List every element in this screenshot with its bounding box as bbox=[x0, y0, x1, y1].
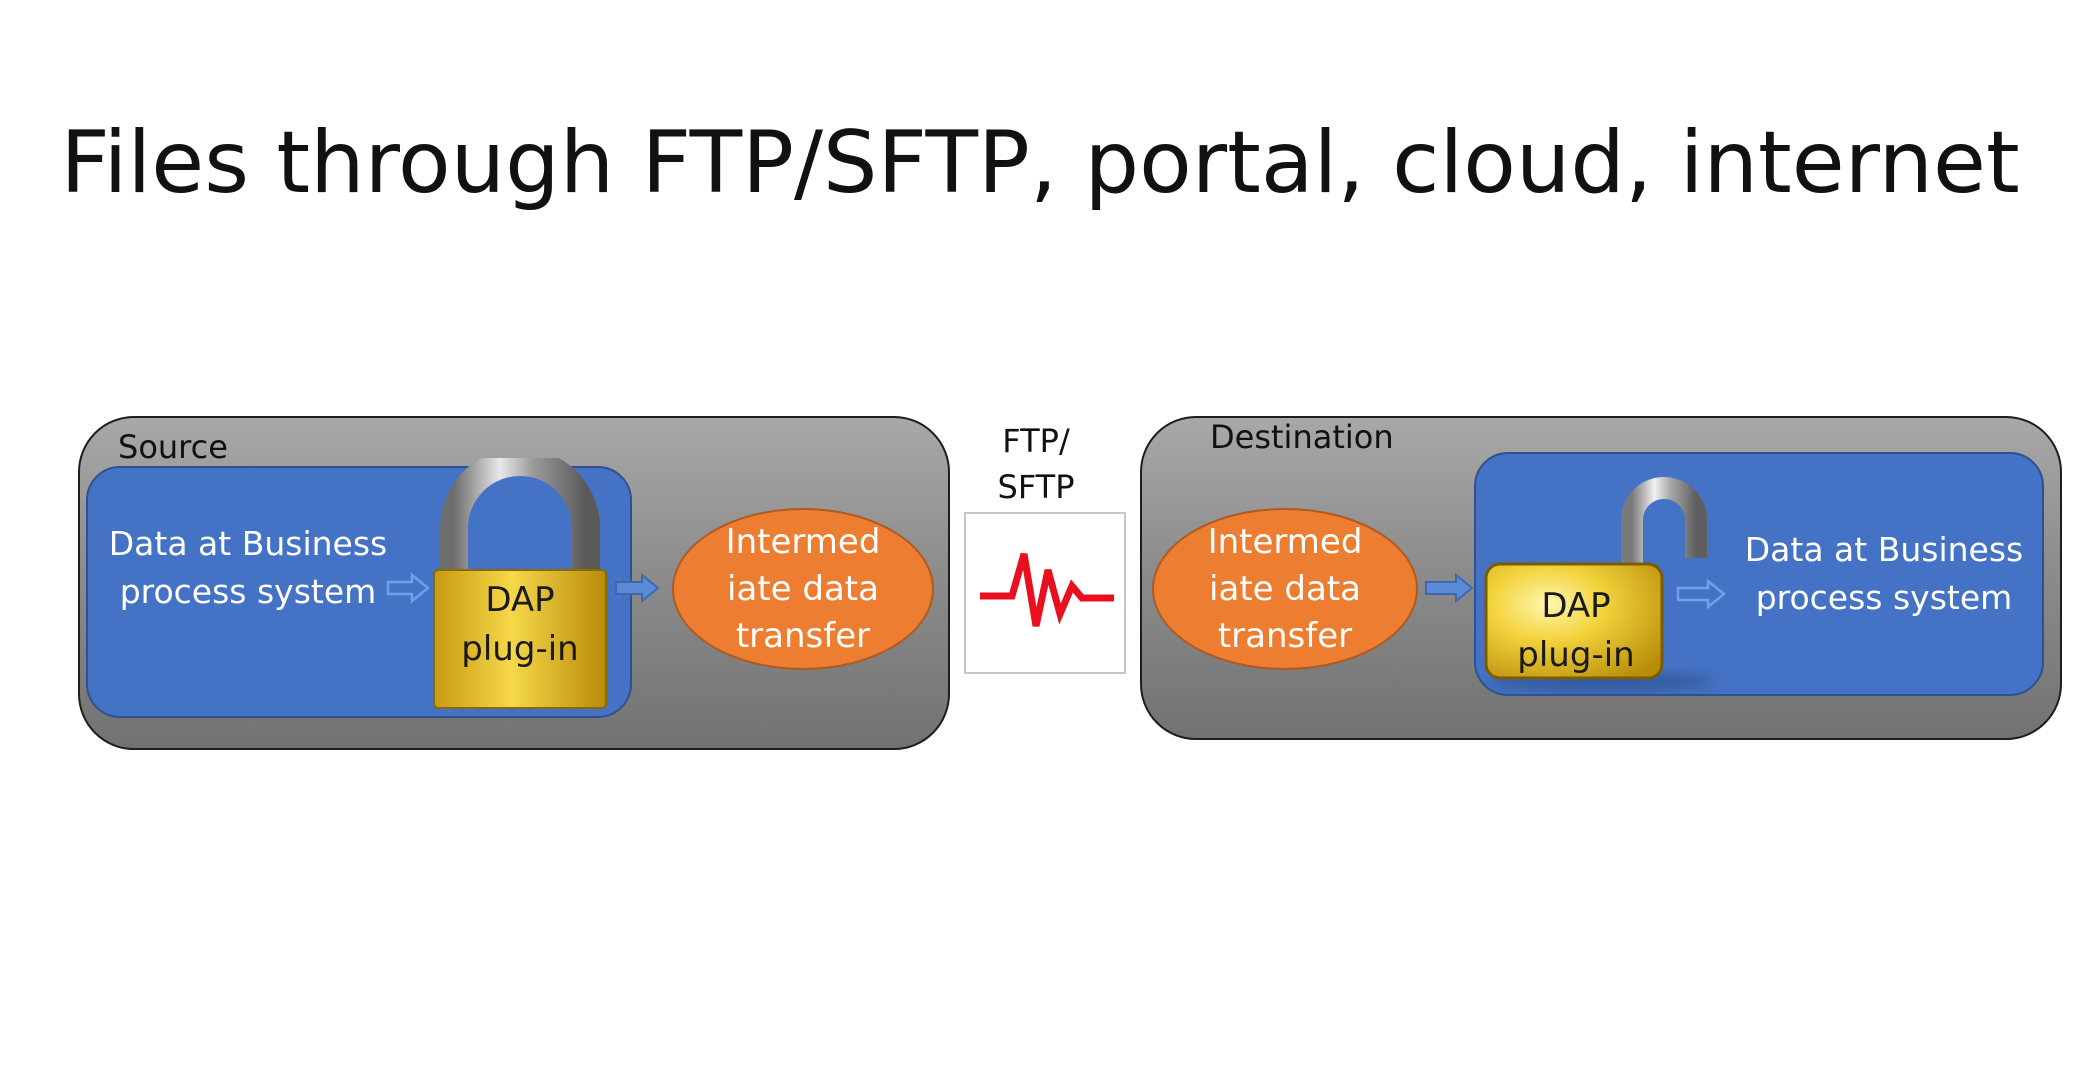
signal-pulse-icon bbox=[980, 553, 1114, 627]
slide-title: Files through FTP/SFTP, portal, cloud, i… bbox=[60, 113, 2020, 213]
source-transfer-oval: Intermed iate data transfer bbox=[672, 508, 934, 670]
destination-arrow-out-of-lock-icon bbox=[1676, 578, 1726, 610]
source-label: Source bbox=[118, 428, 228, 466]
source-arrow-to-transfer-icon bbox=[615, 572, 660, 604]
destination-label: Destination bbox=[1210, 418, 1394, 456]
ftp-sftp-label: FTP/ SFTP bbox=[997, 422, 1075, 506]
source-arrow-into-lock-icon bbox=[386, 572, 430, 604]
closed-padlock-icon bbox=[433, 458, 607, 709]
destination-transfer-oval: Intermed iate data transfer bbox=[1152, 508, 1418, 670]
signal-box bbox=[964, 512, 1126, 674]
source-lock-label: DAP plug-in bbox=[461, 580, 579, 669]
open-padlock-icon bbox=[1484, 477, 1714, 692]
destination-lock-label: DAP plug-in bbox=[1517, 586, 1635, 675]
destination-system-text: Data at Business process system bbox=[1744, 530, 2024, 617]
destination-arrow-into-system-icon bbox=[1425, 572, 1474, 604]
source-system-text: Data at Business process system bbox=[108, 524, 388, 611]
